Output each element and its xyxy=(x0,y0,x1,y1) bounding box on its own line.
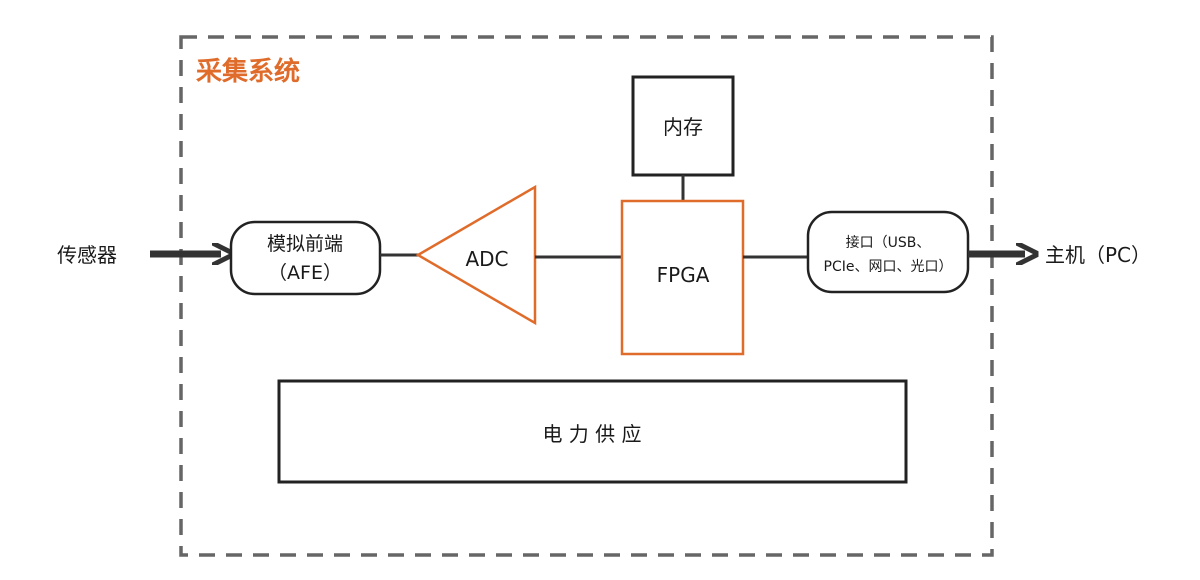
interface-label-line2: PCIe、网口、光口） xyxy=(824,259,953,275)
adc-block: ADC xyxy=(415,184,537,326)
system-title: 采集系统 xyxy=(196,56,300,87)
power-supply-label: 电 力 供 应 xyxy=(542,422,641,446)
afe-block: 模拟前端 （AFE） xyxy=(229,220,382,296)
interface-block: 接口（USB、 PCIe、网口、光口） xyxy=(806,210,970,294)
memory-label: 内存 xyxy=(663,115,703,139)
adc-label: ADC xyxy=(465,247,508,271)
system-boundary xyxy=(179,35,994,557)
fpga-block: FPGA xyxy=(620,199,745,356)
afe-label-line2: （AFE） xyxy=(268,262,342,284)
interface-label-line1: 接口（USB、 xyxy=(846,234,931,251)
sensor-label: 传感器 xyxy=(57,243,117,267)
host-label: 主机（PC） xyxy=(1045,243,1151,267)
fpga-label: FPGA xyxy=(657,263,710,287)
power-supply-block: 电 力 供 应 xyxy=(277,379,908,484)
memory-block: 内存 xyxy=(631,75,735,177)
afe-label-line1: 模拟前端 xyxy=(267,233,343,255)
